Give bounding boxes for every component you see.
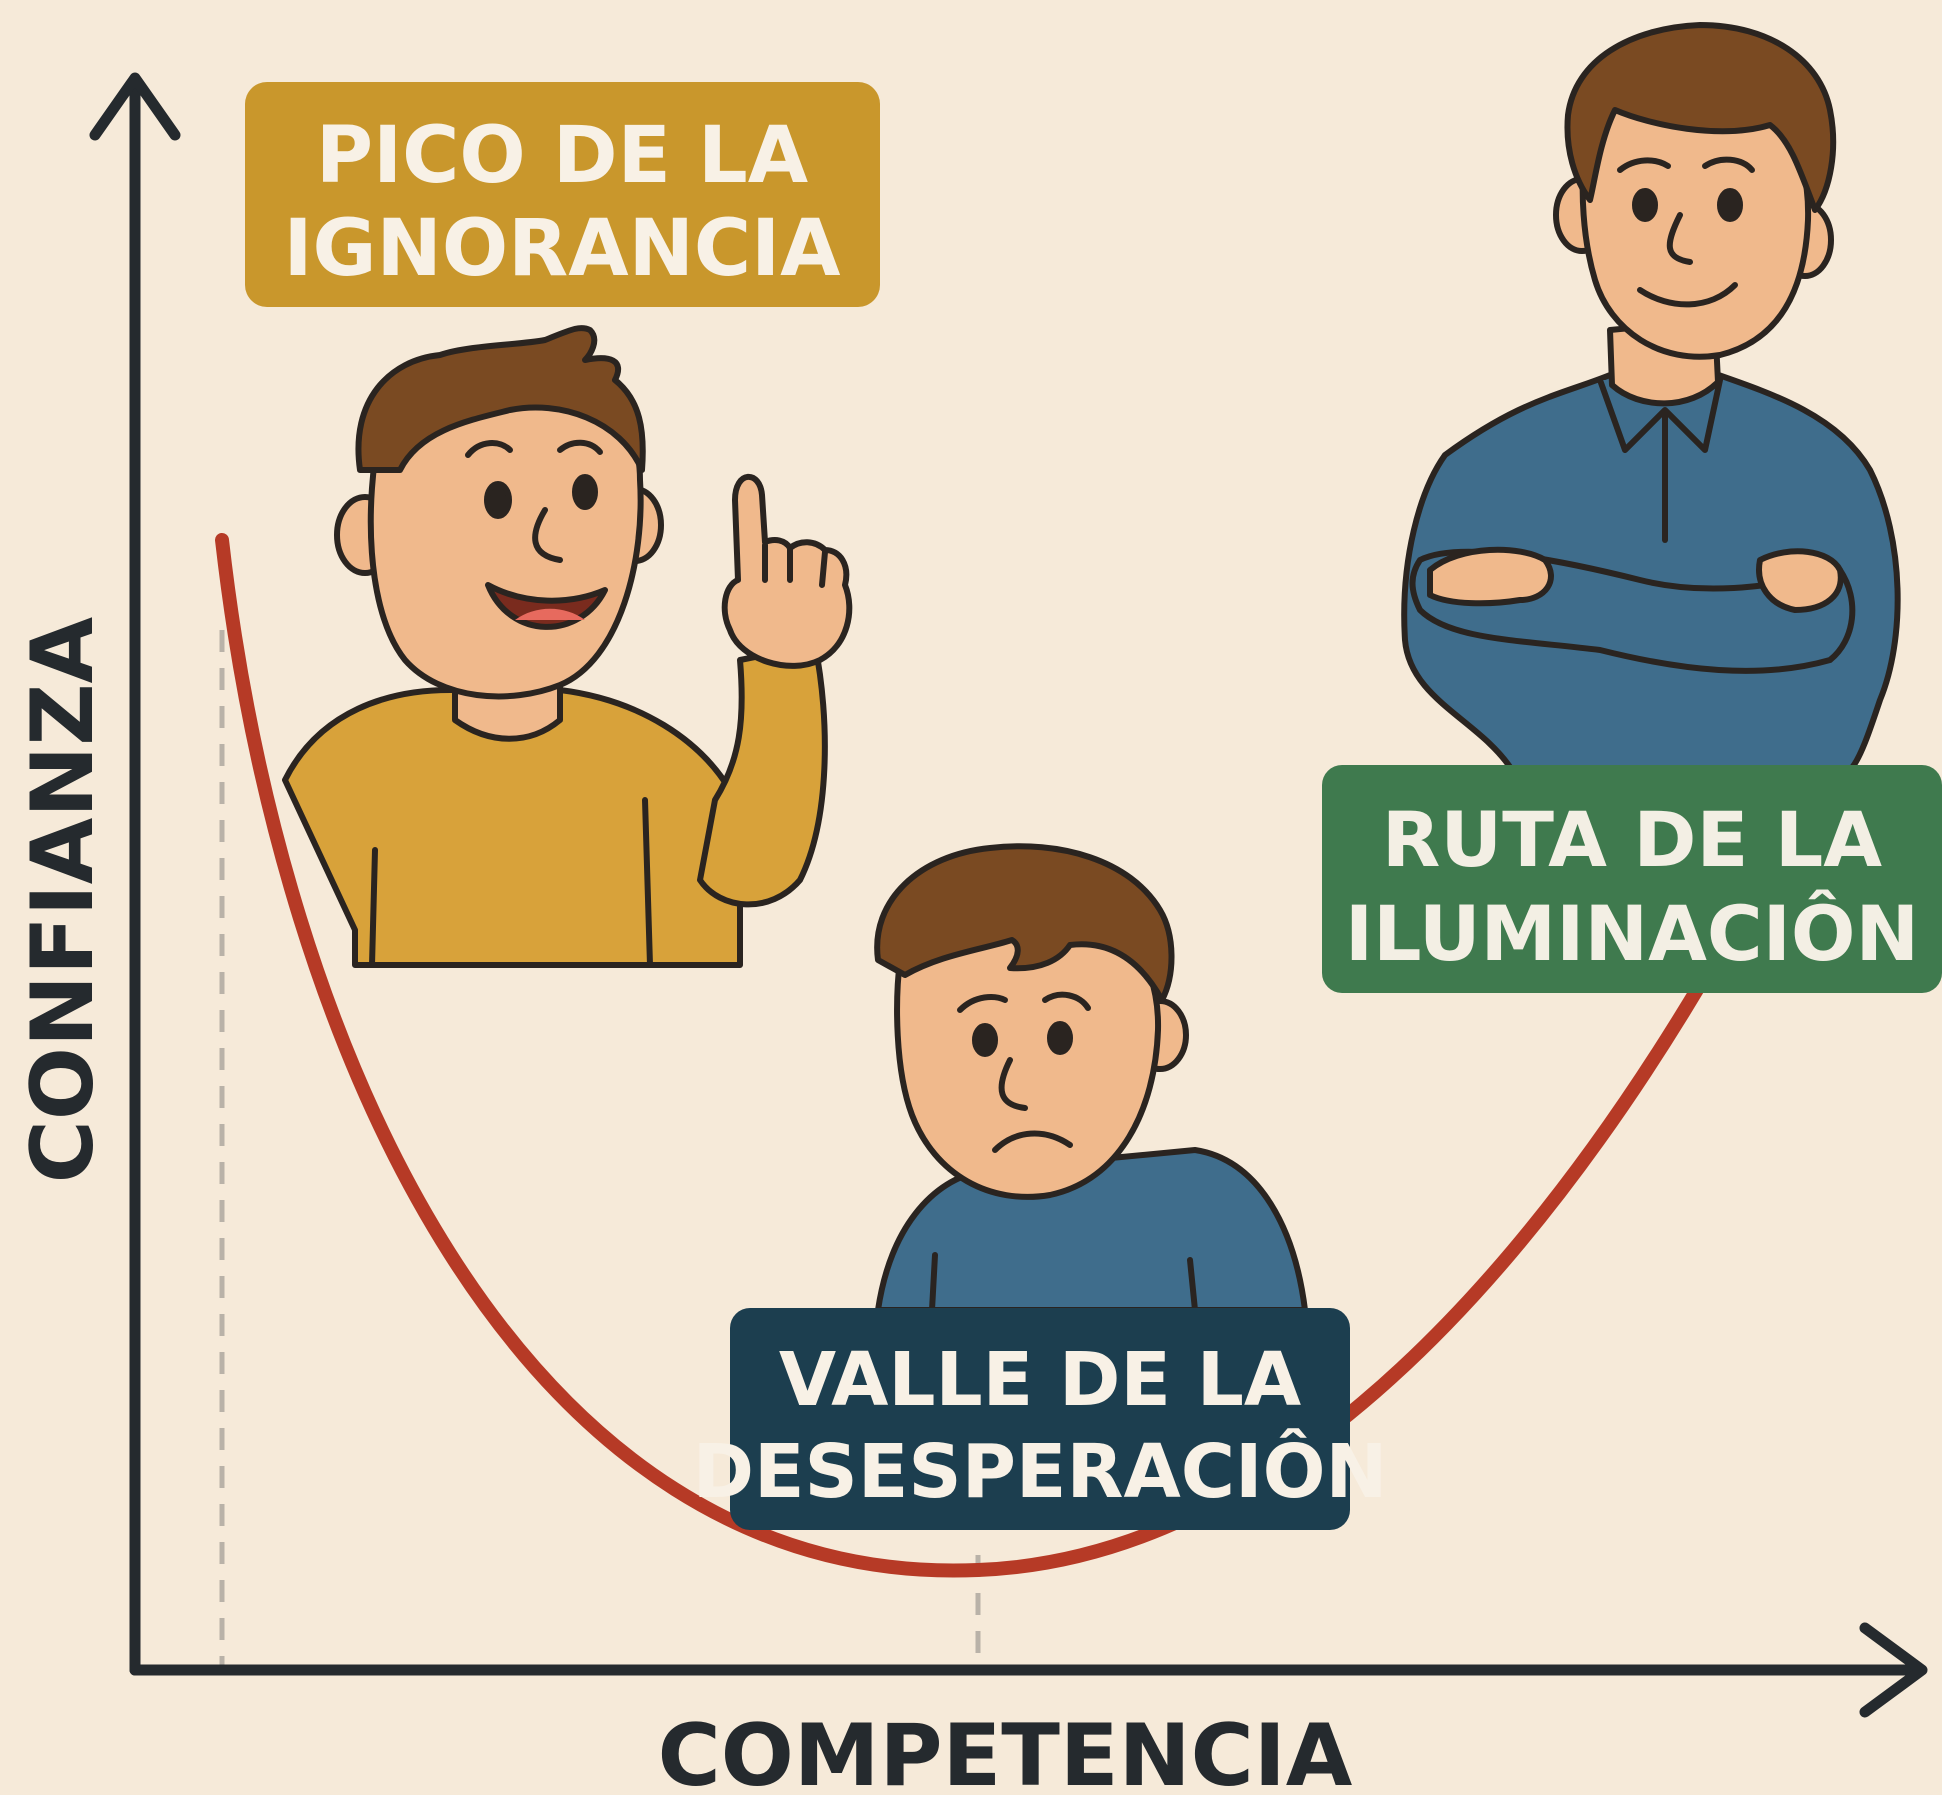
eyebrow (465, 440, 513, 458)
confident-character (1401, 22, 1901, 773)
eye (1717, 188, 1743, 222)
eye (572, 474, 598, 510)
nose (1666, 212, 1693, 265)
shirt-fold (1187, 1257, 1198, 1313)
nose (998, 1057, 1028, 1111)
nose (532, 507, 563, 563)
valley-label-box (730, 1308, 1350, 1530)
shirt-fold (369, 847, 378, 968)
slope-of-enlightenment-label: RUTA DE LA ILUMINACIÔN (1322, 765, 1942, 993)
eyebrow (1702, 156, 1755, 173)
excited-character-hair (355, 325, 646, 473)
valley-of-despair-label: VALLE DE LA DESESPERACIÔN (693, 1308, 1388, 1530)
eye (972, 1023, 998, 1057)
peak-label-line1: PICO DE LA (316, 111, 808, 201)
frown (992, 1130, 1073, 1153)
excited-character-arm (697, 642, 828, 908)
y-axis-arrow (89, 72, 181, 141)
eyebrow (1042, 991, 1091, 1011)
eyebrow (957, 994, 1008, 1013)
y-axis-label: CONFIANZA (13, 616, 113, 1183)
confident-character-hair (1564, 22, 1837, 213)
shirt-fold (642, 797, 653, 968)
eyebrow (557, 439, 603, 455)
excited-character (282, 325, 853, 968)
confidence-curve (215, 533, 1892, 1578)
eye (484, 481, 512, 519)
slope-label-box (1322, 765, 1942, 993)
peak-label-box (245, 82, 880, 307)
slope-label-line1: RUTA DE LA (1382, 795, 1882, 884)
x-axis-arrow (1859, 1622, 1928, 1718)
shirt-fold (929, 1252, 938, 1313)
valley-label-line1: VALLE DE LA (779, 1337, 1301, 1423)
tongue (515, 608, 585, 620)
sad-character (874, 843, 1308, 1313)
x-axis-label: COMPETENCIA (658, 1706, 1353, 1795)
eyebrow (1617, 157, 1671, 173)
slope-label-line2: ILUMINACIÔN (1345, 888, 1919, 978)
peak-of-ignorance-label: PICO DE LA IGNORANCIA (245, 82, 880, 307)
smile (1637, 282, 1738, 308)
finger-lines (762, 542, 828, 588)
sad-character-hair (874, 843, 1175, 1003)
eye (1047, 1021, 1073, 1055)
left-hand-icon (1427, 546, 1554, 607)
eye (1632, 188, 1658, 222)
right-hand-icon (1756, 548, 1844, 613)
valley-label-line2: DESESPERACIÔN (693, 1427, 1388, 1515)
peak-label-line2: IGNORANCIA (284, 204, 841, 294)
